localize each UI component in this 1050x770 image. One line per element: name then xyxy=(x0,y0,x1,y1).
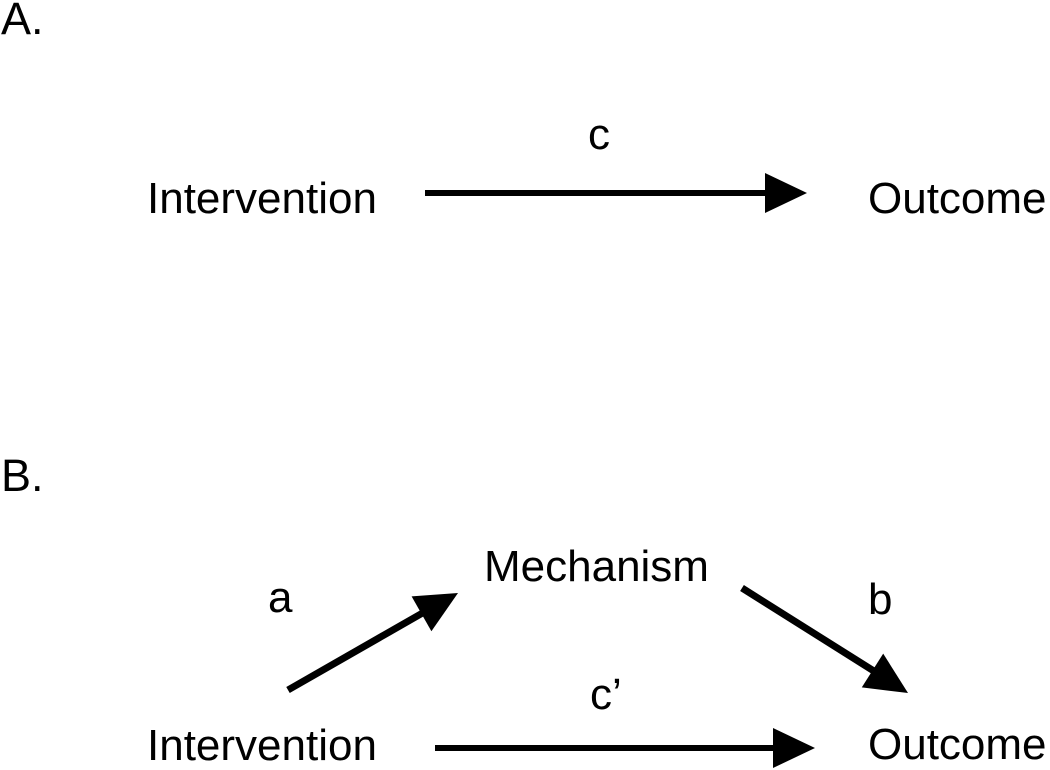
path-a-arrow xyxy=(286,593,458,694)
path-c-label: c xyxy=(588,110,610,159)
path-a-label: a xyxy=(268,573,293,622)
panel-a-intervention-node: Intervention xyxy=(147,174,377,223)
path-c-prime-label: c’ xyxy=(590,670,622,719)
panel-a-label: A. xyxy=(1,0,44,44)
panel-b-mechanism-node: Mechanism xyxy=(484,542,709,591)
path-c-prime-arrow xyxy=(435,728,815,768)
path-b-label: b xyxy=(868,575,893,624)
panel-b-intervention-node: Intervention xyxy=(147,721,377,770)
panel-b-label: B. xyxy=(1,450,44,501)
panel-b-outcome-node: Outcome xyxy=(868,720,1047,769)
path-b-arrow xyxy=(740,585,908,693)
panel-a-outcome-node: Outcome xyxy=(868,174,1047,223)
path-c-arrow xyxy=(425,173,807,213)
